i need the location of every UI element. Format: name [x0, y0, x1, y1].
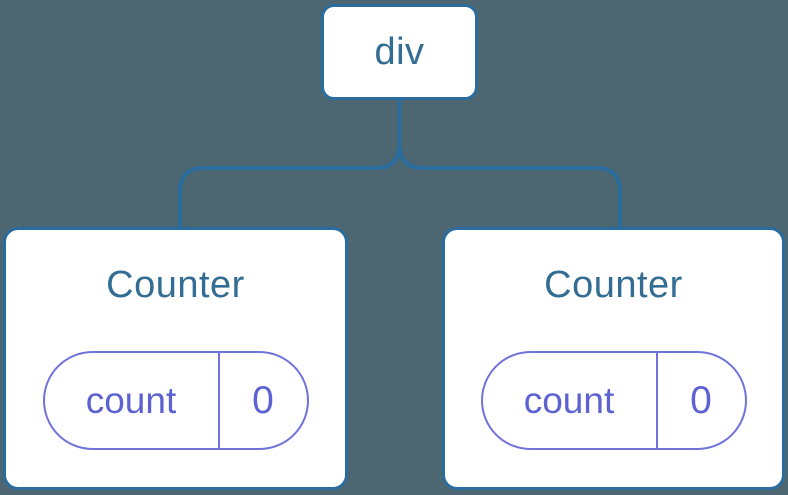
- connector-right-branch: [397, 99, 622, 228]
- root-node-label: div: [374, 30, 425, 73]
- counter-node-label: Counter: [106, 264, 245, 306]
- state-pill: count 0: [480, 351, 747, 450]
- state-value-label: 0: [252, 378, 274, 422]
- state-key-label: count: [483, 353, 658, 448]
- tree-node-counter-1: Counter count 0: [3, 227, 348, 490]
- tree-node-root: div: [321, 4, 478, 100]
- counter-node-label: Counter: [544, 264, 683, 306]
- state-value-label: 0: [690, 378, 712, 422]
- state-key-label: count: [45, 353, 220, 448]
- state-pill: count 0: [42, 351, 309, 450]
- connector-left-branch: [178, 99, 402, 228]
- tree-node-counter-2: Counter count 0: [442, 227, 785, 490]
